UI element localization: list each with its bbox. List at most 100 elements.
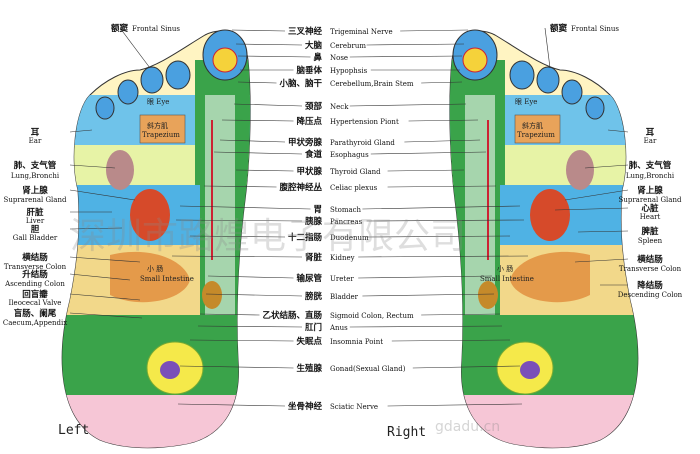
center-label-en-anus: Anus [329,324,348,332]
left-label-en-gall-bladder: Gall Bladder [13,234,58,242]
center-label-en-kidney: Kidney [330,254,355,262]
left-leader [69,293,141,301]
left-label-cn-lung-bronchi: 肺、支气管 [14,160,57,171]
center-leader-left [207,275,294,279]
center-leader-left [213,151,303,155]
center-label-cn-duodenum: 十二指肠 [288,232,323,243]
center-label-cn-stomach: 胃 [313,205,322,215]
left-label-cn-caecum-appendix: 盲肠、阑尾 [14,308,57,319]
center-leader-left [235,43,303,46]
center-label-cn-insomnia-point: 失眠点 [296,336,322,347]
center-label-cn-cerebrum: 大脑 [305,40,323,51]
left-leader [69,273,131,281]
center-leader-right [404,139,481,143]
left-label-en-lung-bronchi: Lung,Bronchi [11,172,60,180]
center-leader-right [391,339,511,342]
right-foot: 斜方肌 Trapezium 眼 Eye 小 肠 Small Intestine [449,29,639,449]
left-label-cn-gall-bladder: 胆 [30,225,40,235]
center-label-en-ureter: Ureter [330,275,354,283]
watermark-url: gdadu.cn [435,419,500,435]
center-label-en-stomach: Stomach [330,206,362,214]
center-leader-right [421,313,501,316]
center-leader-left [189,235,286,238]
center-label-cn-ureter: 输尿管 [296,273,322,284]
kidney-shape [130,189,170,241]
watermark: 深圳市路煌电子有限公司 [70,216,466,257]
center-label-cn-hypophsis: 脑垂体 [295,65,322,76]
left-label-en-ascending-colon: Ascending Colon [4,280,65,288]
left-label-en-suprarenal-gland: Suprarenal Gland [4,196,67,204]
center-label-cn-gonad-sexual-gland: 生殖腺 [296,363,322,374]
center-leader-right [412,365,521,369]
center-label-en-neck: Neck [330,103,349,111]
right-leader [574,258,629,263]
left-foot-caption: Left [58,423,89,438]
center-leader-right [366,43,465,46]
right-label-cn-transverse-colon: 横结肠 [636,254,663,265]
right-leader [584,164,629,169]
left-leader [69,227,123,230]
right-label-en-spleen: Spleen [638,237,663,245]
center-label-cn-cerebellum-brain-stem: 小脑、脑干 [278,78,322,89]
right-label-en-descending-colon: Descending Colon [618,291,683,299]
center-label-cn-nose: 鼻 [313,52,322,63]
heel-zone [62,395,251,448]
right-label-en-lung-bronchi: Lung,Bronchi [626,172,675,180]
center-label-cn-trigeminal-nerve: 三叉神经 [288,26,323,37]
right-label-cn-frontal-sinus: 额窦 [550,23,568,34]
right-leader [564,189,629,201]
right-label-cn-ear: 耳 [646,128,655,138]
left-small-intestine-cn: 小 肠 [147,264,163,273]
left-trapezius-cn: 斜方肌 [147,121,168,130]
left-label-cn-suprarenal-gland: 肾上腺 [22,185,48,196]
left-label-cn-frontal-sinus: 额窦 [111,23,129,34]
center-label-en-trigeminal-nerve: Trigeminal Nerve [330,28,393,36]
right-toes [452,29,605,120]
center-leader-left [177,403,286,407]
center-leader-left [175,219,303,222]
center-leader-right [387,403,523,407]
center-leader-right [349,55,463,58]
center-label-en-hypertension-piont: Hypertension Piont [330,118,399,126]
center-leader-right [362,205,521,210]
left-label-en-frontal-sinus: Frontal Sinus [132,25,180,33]
center-leader-left [235,169,294,172]
left-trapezius-en: Trapezium [142,131,180,139]
center-leader-right [366,219,525,222]
right-label-cn-suprarenal-gland: 肾上腺 [637,185,663,196]
center-leader-right [387,169,465,172]
center-label-en-parathyroid-gland: Parathyroid Gland [330,139,395,147]
center-label-en-esophagus: Esophagus [330,151,369,159]
center-leader-left [199,313,260,316]
right-foot-caption: Right [387,425,426,440]
intestine-shape [110,251,190,303]
center-label-cn-anus: 肛门 [305,322,322,333]
left-leader [69,164,116,169]
center-leader-right [366,235,511,238]
right-label-cn-lung-bronchi: 肺、支气管 [629,160,672,171]
left-leader [69,189,136,201]
left-toes [95,29,248,120]
center-leader-left [189,339,294,342]
center-leader-right [370,151,487,155]
left-label-en-liver: Liver [26,217,45,225]
right-label-cn-heart: 心脏 [641,203,659,214]
center-leader-right [421,81,463,84]
center-leader-left [237,81,277,84]
center-label-cn-neck: 颈部 [304,101,323,112]
center-leader-right [400,29,469,32]
right-leader [544,27,551,69]
left-eye-label: 眼 Eye [147,98,169,106]
center-leader-left [171,255,303,258]
leader-lines [69,27,629,407]
right-label-en-transverse-colon: Transverse Colon [619,265,682,273]
left-leader [69,256,141,263]
center-leader-left [179,205,311,210]
right-trapezius-cn: 斜方肌 [522,121,543,130]
right-label-cn-descending-colon: 降结肠 [637,280,663,291]
left-small-intestine-en: Small Intestine [140,275,194,283]
center-leader-left [179,365,294,369]
